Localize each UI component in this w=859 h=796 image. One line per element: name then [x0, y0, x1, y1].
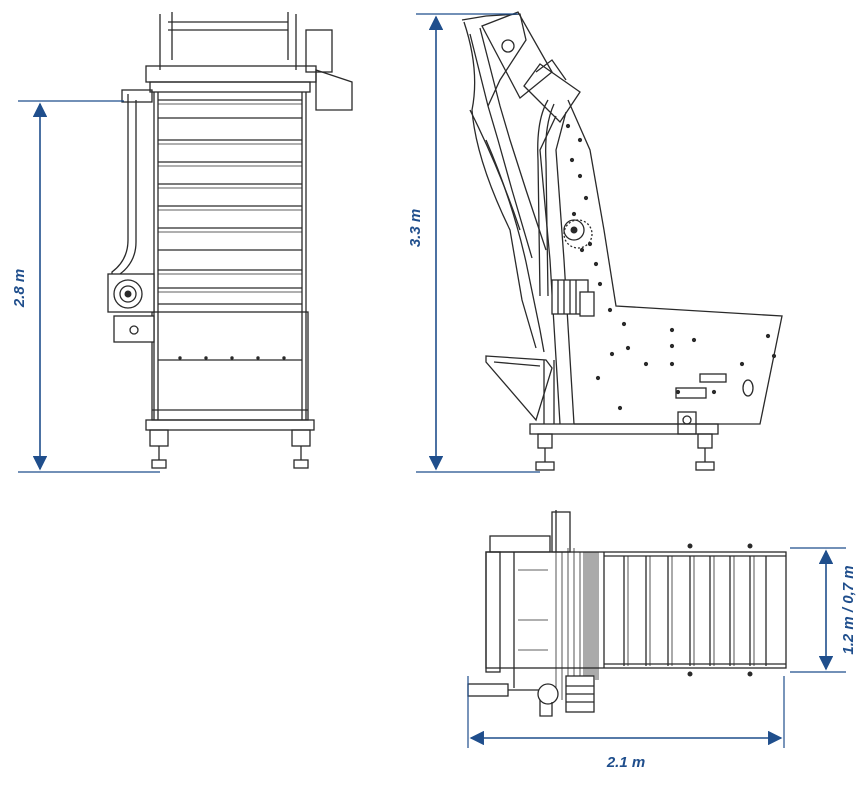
top-width-label: 1.2 m / 0,7 m	[840, 565, 857, 654]
side-gear	[563, 219, 593, 249]
top-belt	[603, 552, 786, 668]
side-height-label: 3.3 m	[407, 209, 424, 247]
dimension-top-width: 1.2 m / 0,7 m	[790, 547, 857, 673]
front-view	[107, 12, 353, 469]
side-motor	[551, 279, 595, 317]
dimension-front-height: 2.8 m	[11, 100, 160, 473]
top-rails	[555, 548, 599, 700]
front-height-label: 2.8 m	[11, 269, 28, 308]
top-view	[467, 510, 787, 717]
side-rivets	[565, 123, 777, 411]
side-chute	[461, 13, 547, 353]
side-output-chute	[485, 355, 553, 422]
top-motor	[537, 675, 595, 717]
dimension-top-length: 2.1 m	[467, 676, 785, 771]
side-frame	[537, 99, 783, 425]
front-motor	[107, 273, 155, 343]
front-slats	[158, 99, 302, 305]
side-view	[461, 11, 783, 471]
top-length-label: 2.1 m	[606, 754, 645, 771]
dimension-side-height: 3.3 m	[407, 13, 540, 473]
front-duct	[111, 94, 137, 300]
